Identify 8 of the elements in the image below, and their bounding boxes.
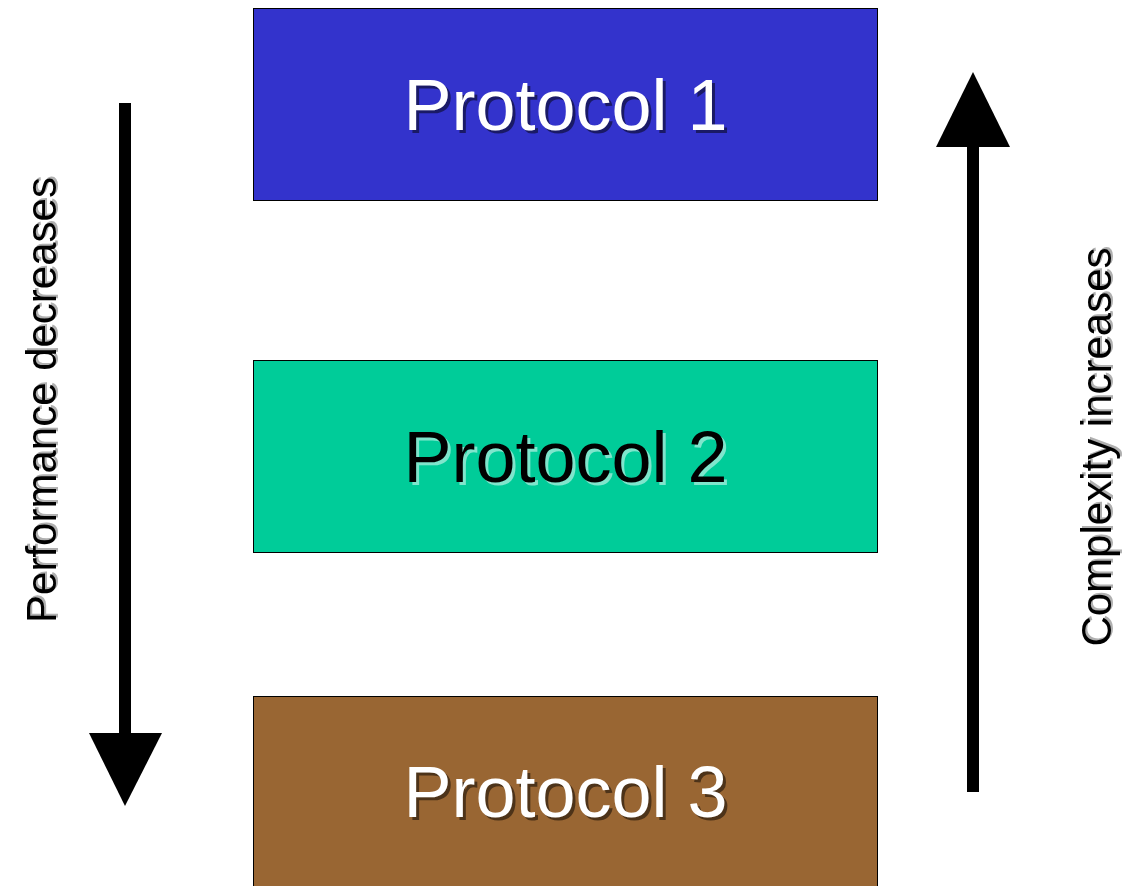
protocol-box	[253, 8, 878, 201]
axis-label: Performance decreases	[21, 177, 63, 623]
box-label: Protocol 1	[403, 68, 728, 141]
box-label: Protocol 3	[403, 756, 728, 828]
protocol-box	[253, 696, 878, 886]
protocol-box	[253, 360, 878, 553]
axis-label: Complexity increases	[1076, 247, 1118, 647]
box-label: Protocol 2	[403, 420, 728, 493]
